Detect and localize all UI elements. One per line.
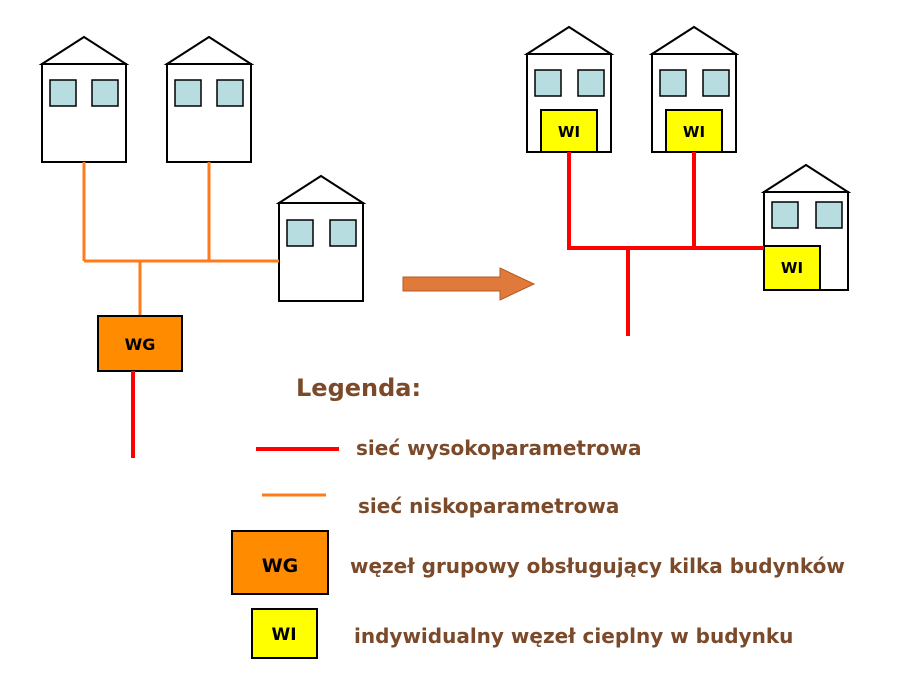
window xyxy=(286,219,314,247)
window xyxy=(174,79,202,107)
left-house-1 xyxy=(38,35,130,163)
high-parameter-network xyxy=(567,152,764,336)
window xyxy=(771,201,799,229)
window xyxy=(329,219,357,247)
window xyxy=(702,69,730,97)
window xyxy=(815,201,843,229)
legend-label-wg: węzeł grupowy obsługujący kilka budynków xyxy=(350,554,845,578)
legend-title: Legenda: xyxy=(296,374,422,402)
wg-node-label: WG xyxy=(125,335,156,354)
wi-node-label: WI xyxy=(683,123,705,141)
legend-label-high-network: sieć wysokoparametrowa xyxy=(356,436,642,460)
window xyxy=(216,79,244,107)
legend-label-wi: indywidualny węzeł cieplny w budynku xyxy=(354,624,794,648)
wi-node xyxy=(540,109,598,153)
wi-node-label: WI xyxy=(781,259,803,277)
legend-wg-label: WG xyxy=(262,555,299,577)
window xyxy=(659,69,687,97)
right-house-2: WI xyxy=(648,25,740,153)
window xyxy=(534,69,562,97)
legend-label-low-network: sieć niskoparametrowa xyxy=(358,494,620,518)
legend-wg-symbol: WG xyxy=(231,530,329,595)
wi-node-label: WI xyxy=(558,123,580,141)
window xyxy=(577,69,605,97)
window xyxy=(49,79,77,107)
legend-wi-symbol: WI xyxy=(251,608,318,659)
transition-arrow xyxy=(402,267,536,301)
right-house-3: WI xyxy=(760,163,852,291)
legend-wi-label: WI xyxy=(271,625,296,645)
wi-node xyxy=(763,245,821,291)
window xyxy=(91,79,119,107)
left-house-2 xyxy=(163,35,255,163)
right-house-1: WI xyxy=(523,25,615,153)
left-house-3 xyxy=(275,174,367,302)
wi-node xyxy=(665,109,723,153)
low-parameter-network xyxy=(82,162,279,316)
wg-node: WG xyxy=(97,315,183,372)
